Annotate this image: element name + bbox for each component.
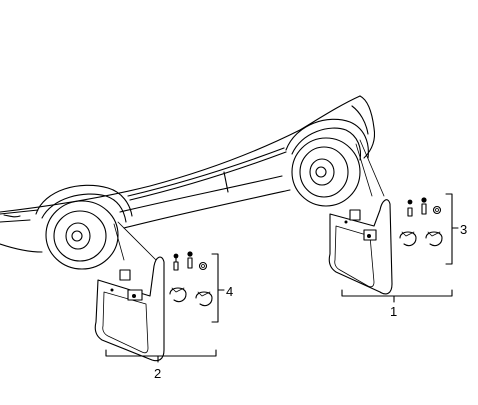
callout-1: 1: [390, 304, 397, 319]
front-wheel: [285, 118, 369, 207]
leader-lines: [113, 139, 385, 263]
front-fasteners: [399, 197, 443, 247]
fastener-bracket-rear: [211, 253, 225, 323]
callout-3: 3: [460, 222, 467, 237]
set-bracket-front: [341, 289, 453, 303]
fastener-bracket-front: [445, 193, 459, 265]
rear-mudflap: [94, 256, 165, 362]
front-mudflap: [328, 199, 393, 295]
rear-fasteners: [169, 251, 213, 307]
car-body: [0, 95, 376, 253]
rear-wheel: [35, 184, 133, 270]
set-bracket-rear: [105, 349, 217, 363]
callout-4: 4: [226, 284, 233, 299]
callout-2: 2: [154, 366, 161, 381]
